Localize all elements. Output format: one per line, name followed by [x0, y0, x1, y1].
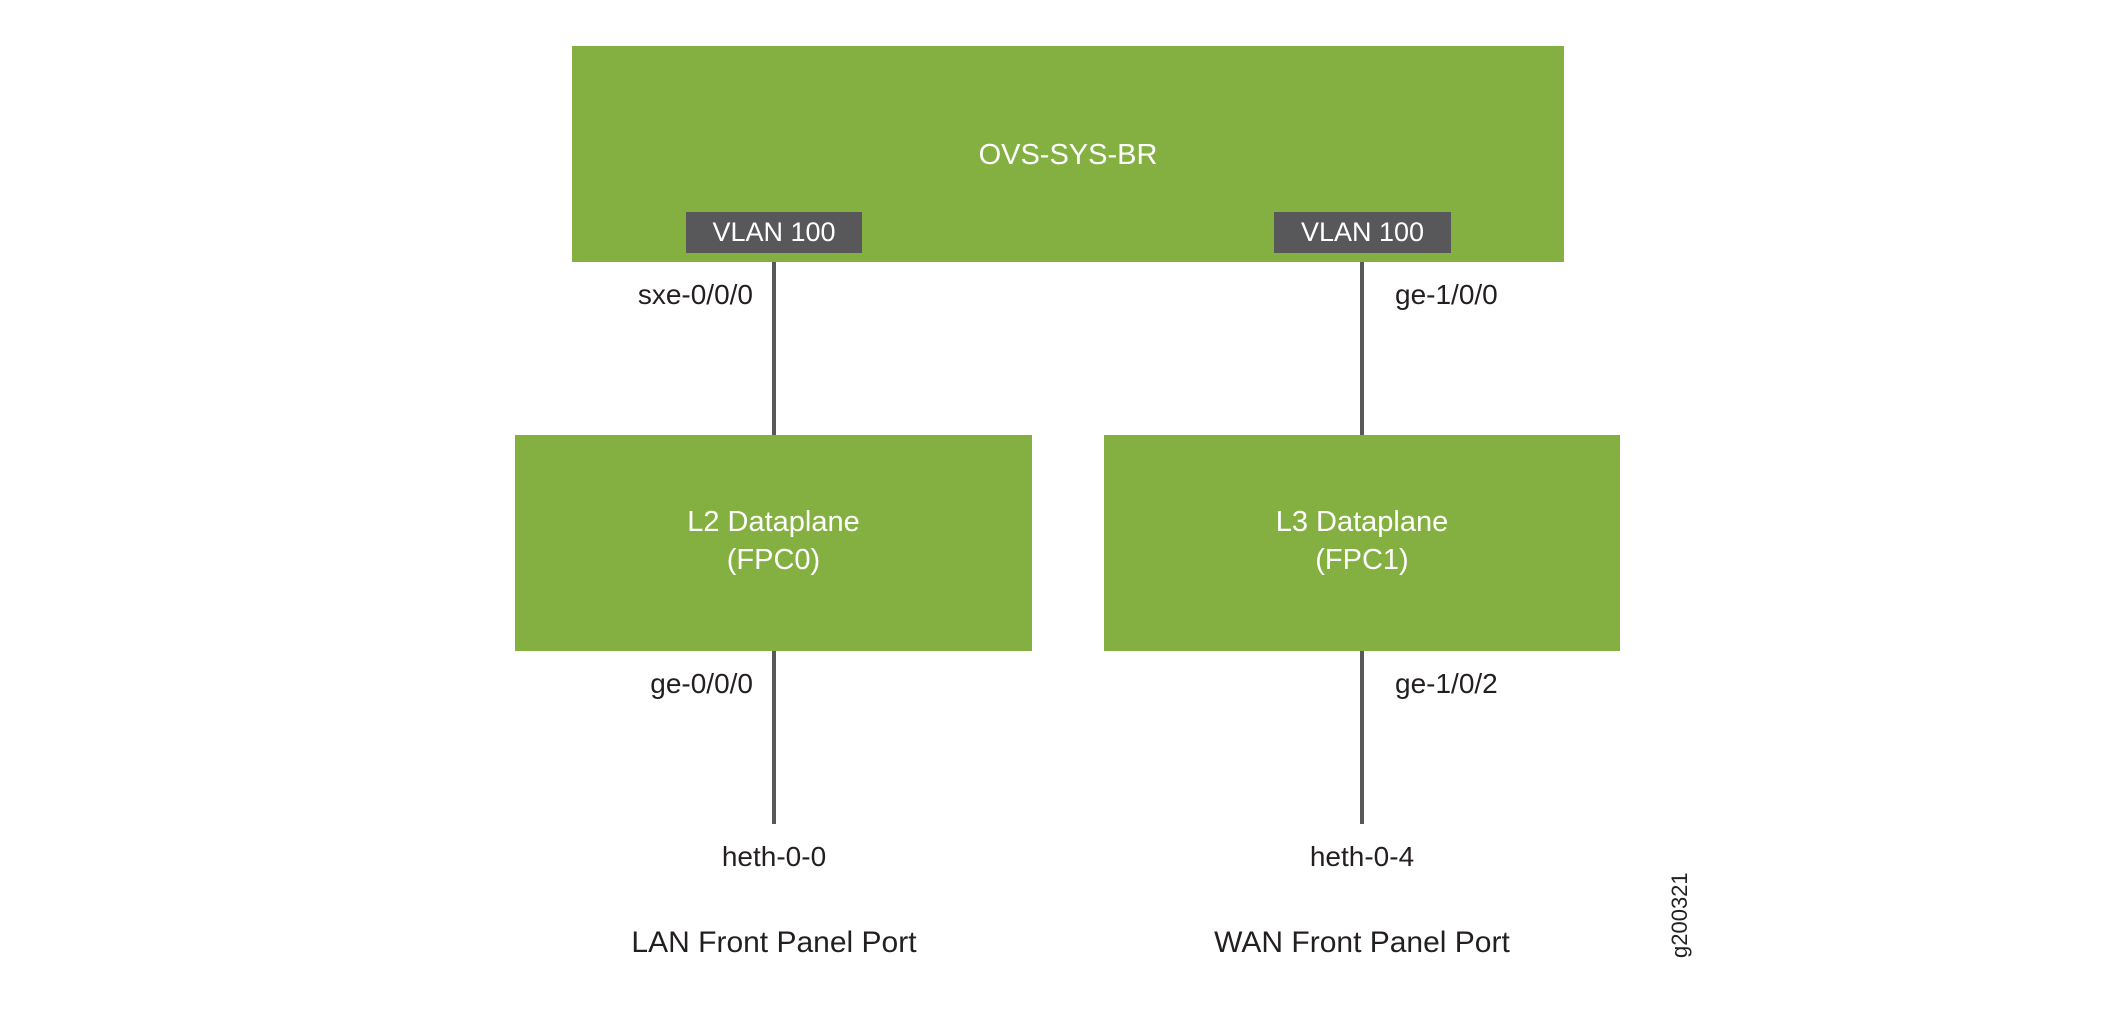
interface-label-ge-0-0-0: ge-0/0/0 [650, 668, 753, 699]
figure-id: g200321 [1667, 872, 1692, 958]
interface-label-ge-1-0-2: ge-1/0/2 [1395, 668, 1498, 699]
interface-label-sxe-0-0-0: sxe-0/0/0 [637, 279, 753, 310]
connector-bridge-l2 [772, 262, 776, 435]
endpoint-interface-lan: heth-0-0 [721, 841, 827, 872]
l2-dataplane-fpc: (FPC0) [726, 544, 821, 576]
vlan-tag-right: VLAN 100 [1274, 212, 1451, 253]
interface-label-ge-1-0-0: ge-1/0/0 [1395, 279, 1498, 310]
connector-l2-lan [772, 651, 776, 824]
lan-front-panel-port-label: LAN Front Panel Port [631, 926, 917, 959]
l2-dataplane-label: L2 Dataplane [687, 506, 860, 538]
l3-dataplane-fpc: (FPC1) [1315, 544, 1409, 576]
l3-dataplane-box: L3 Dataplane (FPC1) [1104, 435, 1620, 651]
bridge-label: OVS-SYS-BR [978, 139, 1158, 171]
l3-dataplane-label: L3 Dataplane [1275, 506, 1449, 538]
connector-l3-wan [1360, 651, 1364, 824]
connector-bridge-l3 [1360, 262, 1364, 435]
l2-dataplane-box: L2 Dataplane (FPC0) [515, 435, 1032, 651]
vlan-tag-left: VLAN 100 [686, 212, 862, 253]
endpoint-interface-wan: heth-0-4 [1309, 841, 1415, 872]
wan-front-panel-port-label: WAN Front Panel Port [1214, 926, 1510, 959]
